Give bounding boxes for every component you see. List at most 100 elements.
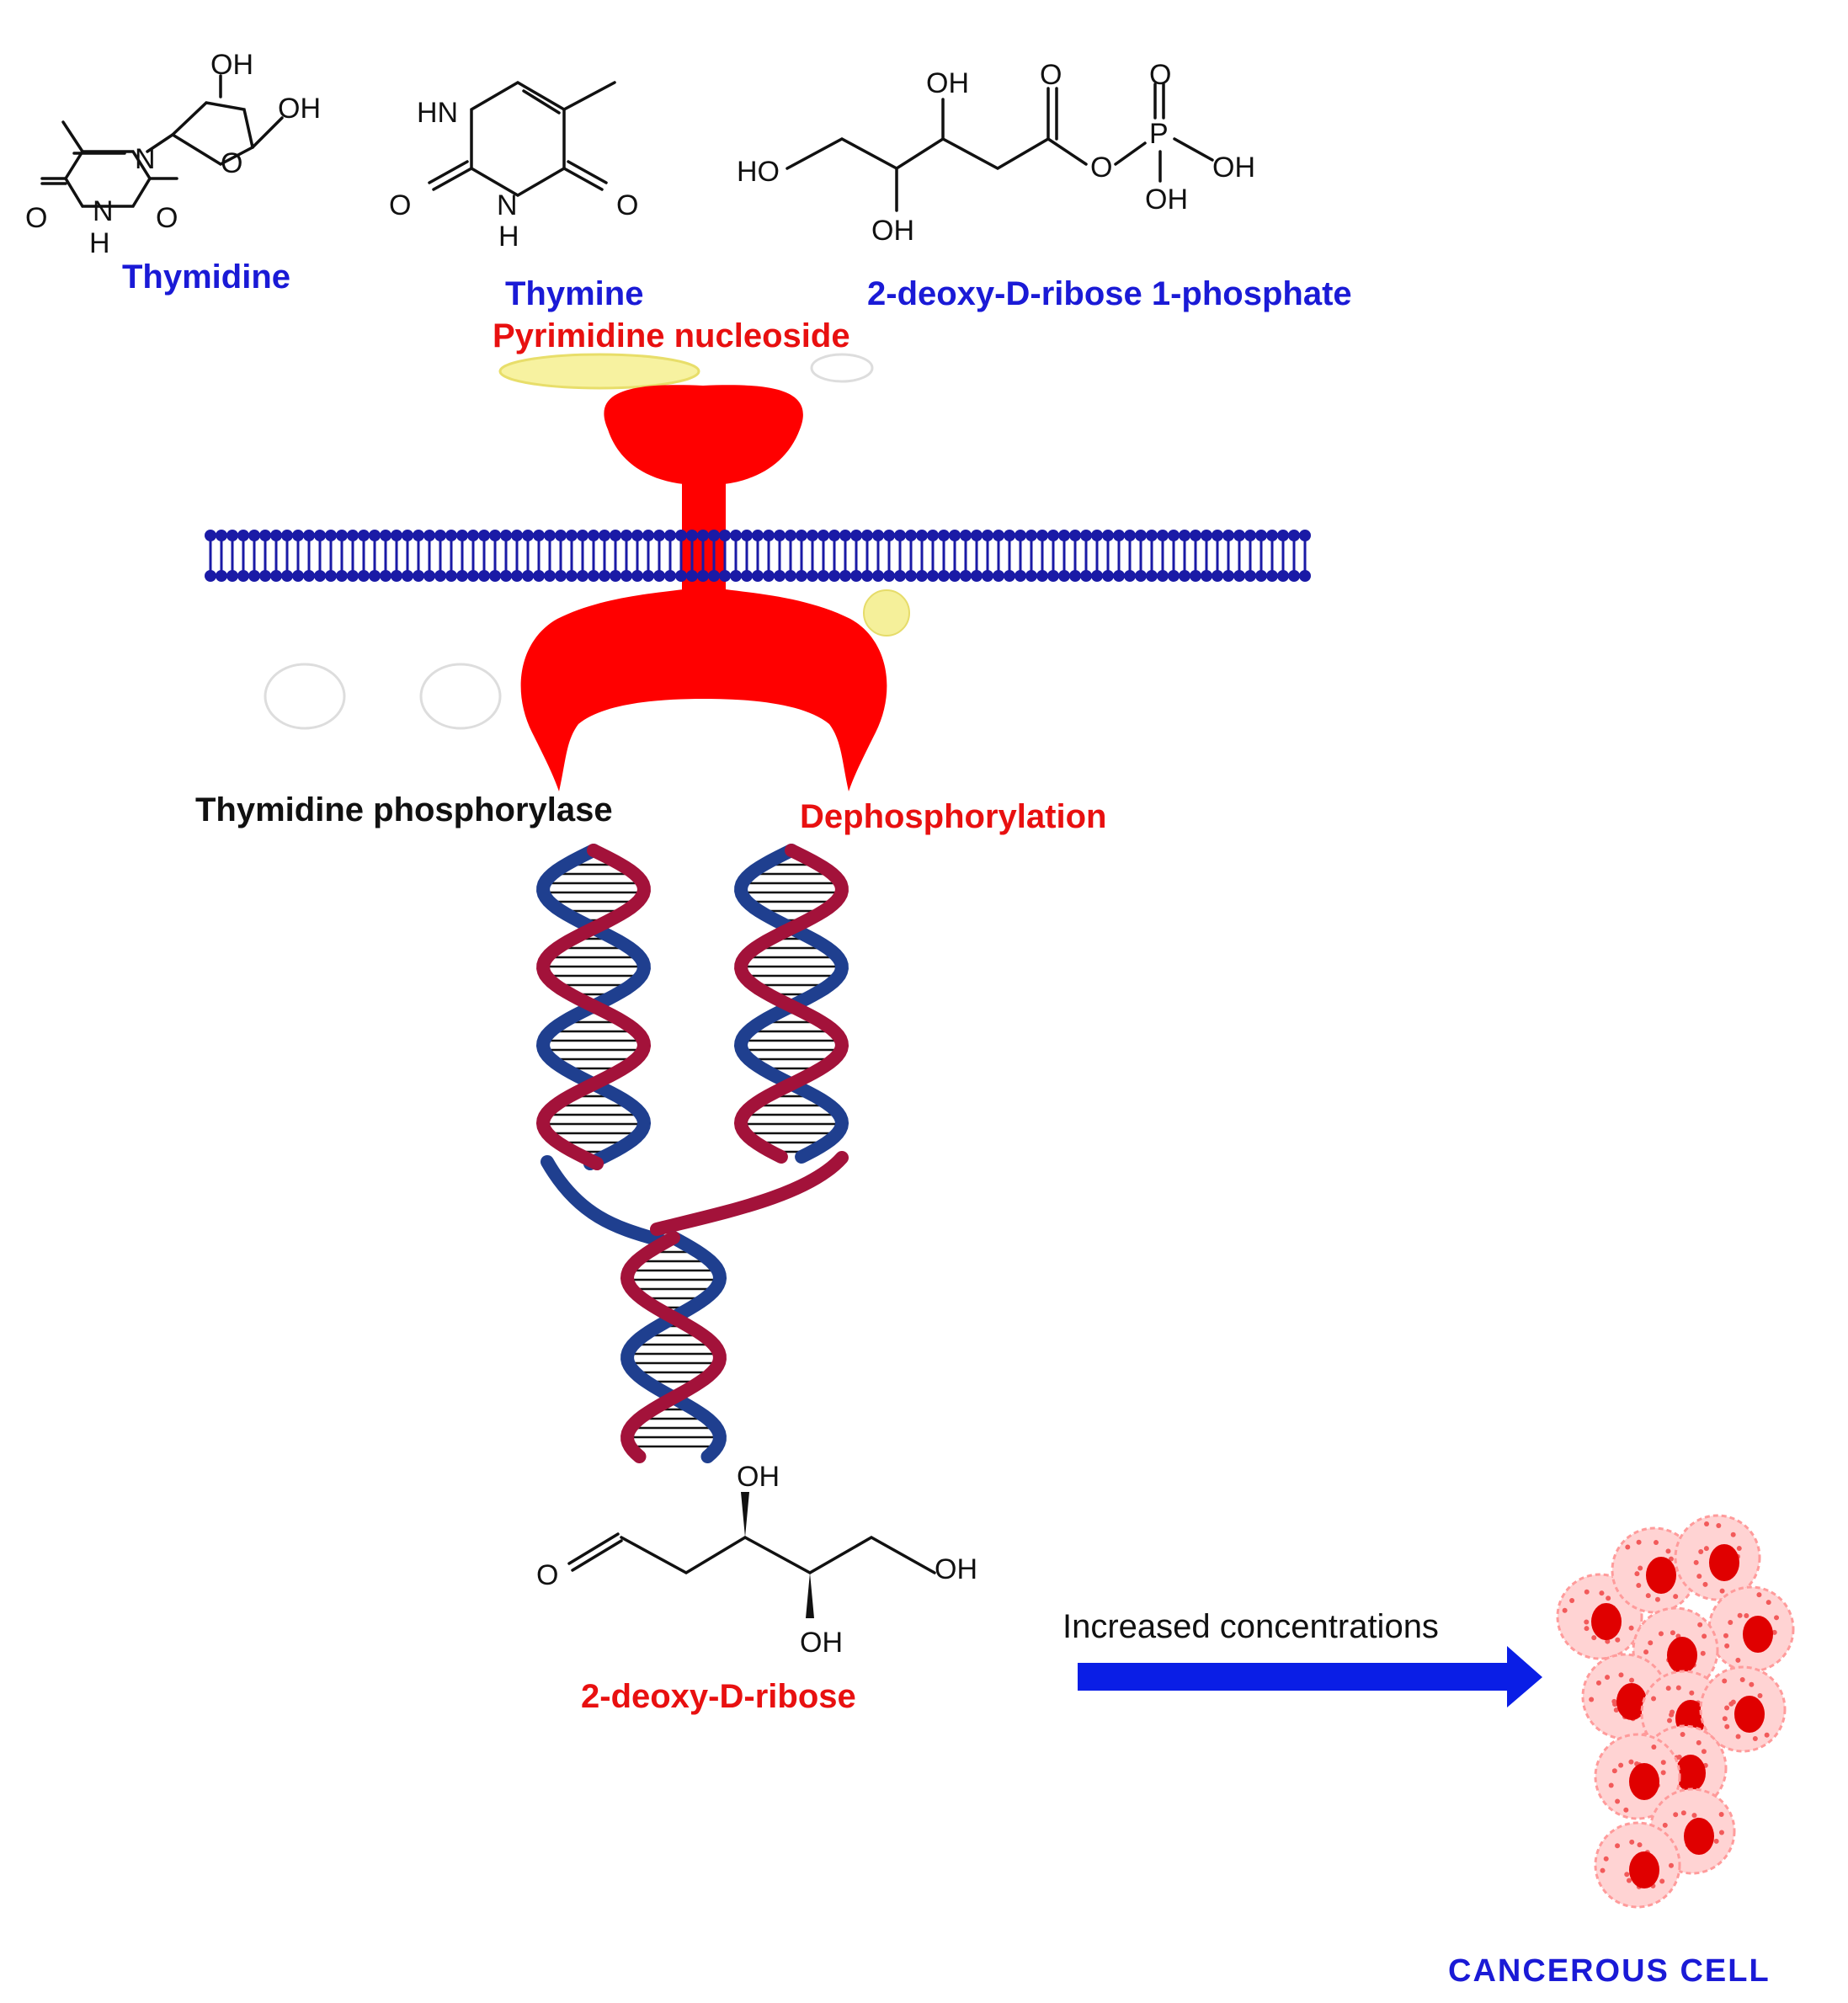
lipid-head	[916, 530, 928, 541]
helix-strand-red	[733, 844, 849, 1164]
cell-speckle	[1660, 1760, 1666, 1766]
thymine-h: H	[498, 221, 519, 253]
lipid-head	[763, 530, 775, 541]
cell-speckle	[1613, 1707, 1619, 1713]
helix-join-blue	[541, 1155, 672, 1249]
lipid-head	[500, 530, 512, 541]
lipid-head	[719, 570, 731, 582]
cell-speckle	[1600, 1867, 1606, 1873]
cell-speckle	[1615, 1843, 1621, 1849]
lipid-head	[1135, 570, 1147, 582]
lipid-head	[1277, 530, 1289, 541]
lipid-head	[599, 570, 610, 582]
lipid-head	[610, 570, 621, 582]
cell-nucleus	[1629, 1851, 1659, 1888]
lipid-head	[577, 570, 588, 582]
lipid-head	[1244, 570, 1256, 582]
cell-speckle	[1651, 1745, 1657, 1750]
lipid-head	[358, 530, 370, 541]
lipid-head	[478, 570, 490, 582]
cell-speckle	[1673, 1594, 1679, 1600]
lipid-head	[938, 530, 950, 541]
phosphate-label: 2-deoxy-D-ribose 1-phosphate	[867, 275, 1352, 312]
cell-speckle	[1599, 1590, 1605, 1596]
cell-speckle	[1744, 1612, 1749, 1618]
lipid-head	[883, 530, 895, 541]
phosphate-carbonyl-o: O	[1040, 59, 1062, 91]
lipid-head	[1004, 570, 1015, 582]
lipid-head	[741, 530, 753, 541]
lipid-head	[1015, 530, 1026, 541]
phosphate-oh-top: OH	[926, 67, 969, 99]
cell-speckle	[1696, 1574, 1702, 1579]
cell-speckle	[1765, 1600, 1771, 1606]
deoxyribose-oh-bottom: OH	[800, 1627, 843, 1659]
lipid-head	[456, 570, 468, 582]
cell-speckle	[1728, 1619, 1733, 1625]
lipid-head	[588, 530, 599, 541]
cell-speckle	[1697, 1622, 1703, 1627]
cell-speckle	[1665, 1686, 1671, 1691]
lipid-head	[1190, 570, 1201, 582]
cell-speckle	[1638, 1565, 1643, 1571]
lipid-head	[1233, 570, 1245, 582]
lipid-head	[686, 570, 698, 582]
cell-speckle	[1756, 1592, 1762, 1598]
lipid-head	[314, 570, 326, 582]
cell-speckle	[1628, 1759, 1634, 1765]
cell-speckle	[1719, 1588, 1725, 1594]
lipid-head	[1146, 570, 1158, 582]
lipid-head	[785, 570, 796, 582]
thymidine-n1: N	[135, 143, 156, 175]
lipid-head	[1146, 530, 1158, 541]
ligand-ellipse-yellow	[498, 353, 700, 390]
lipid-head	[1168, 570, 1180, 582]
lipid-head	[1190, 530, 1201, 541]
cell-speckle	[1611, 1768, 1617, 1774]
faint-ellipse-2	[419, 663, 502, 730]
cell-speckle	[1643, 1649, 1649, 1655]
cell-nucleus	[1629, 1763, 1659, 1800]
lipid-head	[1212, 530, 1223, 541]
lipid-head	[949, 530, 961, 541]
lipid-head	[927, 530, 939, 541]
lipid-head	[533, 530, 545, 541]
lipid-head	[774, 530, 786, 541]
cell-speckle	[1645, 1593, 1651, 1599]
thymine-hn: HN	[417, 97, 458, 129]
thymidine-oh-top: OH	[210, 49, 253, 81]
cell-speckle	[1636, 1539, 1642, 1545]
cell-speckle	[1637, 1842, 1643, 1848]
lipid-head	[259, 530, 271, 541]
lipid-head	[938, 570, 950, 582]
cell-speckle	[1739, 1677, 1745, 1683]
lipid-head	[708, 530, 720, 541]
lipid-head	[982, 570, 993, 582]
cell-speckle	[1680, 1732, 1686, 1738]
lipid-head	[205, 570, 216, 582]
thymine-structure: HN N H O O Thymine	[389, 80, 643, 312]
cell-speckle	[1659, 1878, 1665, 1884]
lipid-head	[610, 530, 621, 541]
cell-nucleus	[1684, 1818, 1714, 1855]
cell-speckle	[1608, 1782, 1614, 1788]
cell-nucleus	[1743, 1616, 1773, 1653]
cell-speckle	[1654, 1596, 1660, 1602]
lipid-head	[413, 570, 424, 582]
lipid-head	[905, 570, 917, 582]
lipid-head	[1069, 570, 1081, 582]
lipid-head	[796, 570, 807, 582]
cell-speckle	[1625, 1544, 1631, 1550]
cell-speckle	[1702, 1633, 1707, 1639]
cell-speckle	[1651, 1696, 1657, 1702]
thymine-label: Thymine	[505, 275, 643, 312]
lipid-head	[248, 570, 260, 582]
deoxyribose-structure: O OH OH OH 2-deoxy-D-ribose	[536, 1461, 977, 1715]
deoxyribose-label: 2-deoxy-D-ribose	[581, 1678, 856, 1715]
cell-speckle	[1605, 1638, 1611, 1644]
lipid-head	[216, 570, 227, 582]
lipid-head	[1102, 570, 1114, 582]
lipid-head	[993, 570, 1004, 582]
arrow-right-icon	[1078, 1646, 1542, 1707]
lipid-head	[599, 530, 610, 541]
